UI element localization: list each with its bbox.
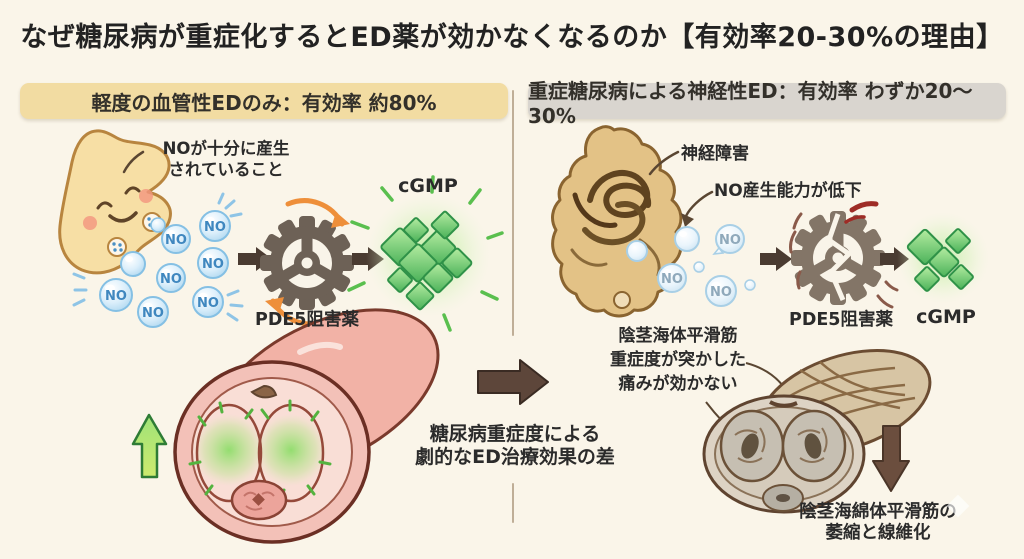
- broken-pde5-gear-icon: [789, 201, 899, 309]
- healthy-cross-section-icon: [173, 308, 440, 544]
- center-caption: 糖尿病重症度による 劇的なED治療効果の差: [404, 423, 626, 469]
- fibrosis-caption: 陰茎海綿体平滑筋の 萎縮と線維化: [793, 502, 963, 544]
- no-label: NO: [165, 233, 187, 248]
- flow-arrow-icon: [880, 247, 909, 271]
- nerve-damage-annotation: 神経障害: [681, 144, 749, 164]
- no-decline-annotation: NO産生能力が低下: [714, 181, 862, 201]
- no-molecules-right: NO NO NO: [626, 224, 756, 307]
- no-label: NO: [719, 233, 741, 248]
- right-panel-header: 重症糖尿病による神経性ED：有効率 わずか20〜30%: [528, 79, 1006, 128]
- caption-line: 糖尿病重症度による: [429, 423, 601, 445]
- crack-line: [826, 213, 852, 301]
- panel-divider-bottom: [512, 483, 514, 523]
- no-label: NO: [160, 272, 182, 287]
- no-production-annotation: NOが十分に産生 されていること: [150, 138, 302, 180]
- no-label: NO: [142, 306, 164, 321]
- no-label: NO: [105, 289, 127, 304]
- panel-divider-top: [512, 90, 514, 336]
- no-label: NO: [202, 257, 224, 272]
- annotation-line: 陰茎海体平滑筋: [618, 326, 738, 346]
- page-title: なぜ糖尿病が重症化するとED薬が効かなくなるのか【有効率20-30%の理由】: [20, 22, 1004, 53]
- left-panel-header: 軽度の血管性EDのみ：有効率 約80%: [20, 83, 508, 119]
- no-label: NO: [710, 285, 732, 300]
- smooth-muscle-annotation: 陰茎海体平滑筋 重症度が突かした 痛みが効かない: [606, 324, 750, 396]
- cgmp-cluster-left: [347, 175, 504, 332]
- annotation-line: NOが十分に産生: [162, 139, 290, 158]
- right-panel-header-label: 重症糖尿病による神経性ED：有効率 わずか20〜30%: [528, 78, 973, 128]
- pde5-label-right: PDE5阻害薬: [789, 310, 893, 330]
- no-bubble: [120, 217, 166, 277]
- annotation-line: されていること: [168, 160, 284, 179]
- annotation-pointer-arrow: [684, 190, 714, 218]
- transition-arrow-icon: [477, 359, 549, 405]
- annotation-pointer-line: [122, 150, 145, 174]
- no-label: NO: [204, 220, 226, 235]
- no-label: NO: [661, 272, 683, 287]
- annotation-pointer-line: [648, 150, 680, 176]
- annotation-line: 痛みが効かない: [618, 374, 738, 394]
- healthy-nerve-cell-icon: [58, 129, 172, 275]
- improvement-up-arrow-icon: [131, 413, 168, 479]
- cgmp-label-left: cGMP: [398, 175, 458, 197]
- no-molecules-left: NO NO NO NO NO NO: [72, 192, 244, 328]
- no-label: NO: [197, 296, 219, 311]
- fibrotic-cross-section-icon: [702, 348, 932, 514]
- cgmp-cluster-right: [897, 212, 989, 304]
- pde5-label-left: PDE5阻害薬: [255, 310, 359, 330]
- caption-line: 劇的なED治療効果の差: [415, 446, 615, 468]
- caption-line: 陰茎海綿体平滑筋の: [799, 502, 957, 522]
- cgmp-label-right: cGMP: [916, 306, 976, 328]
- decline-down-arrow-icon: [872, 425, 910, 492]
- annotation-line: 重症度が突かした: [610, 350, 746, 370]
- left-panel-header-label: 軽度の血管性EDのみ：有効率 約80%: [91, 90, 437, 115]
- caption-line: 萎縮と線維化: [825, 523, 931, 543]
- flow-arrow-icon: [760, 247, 792, 271]
